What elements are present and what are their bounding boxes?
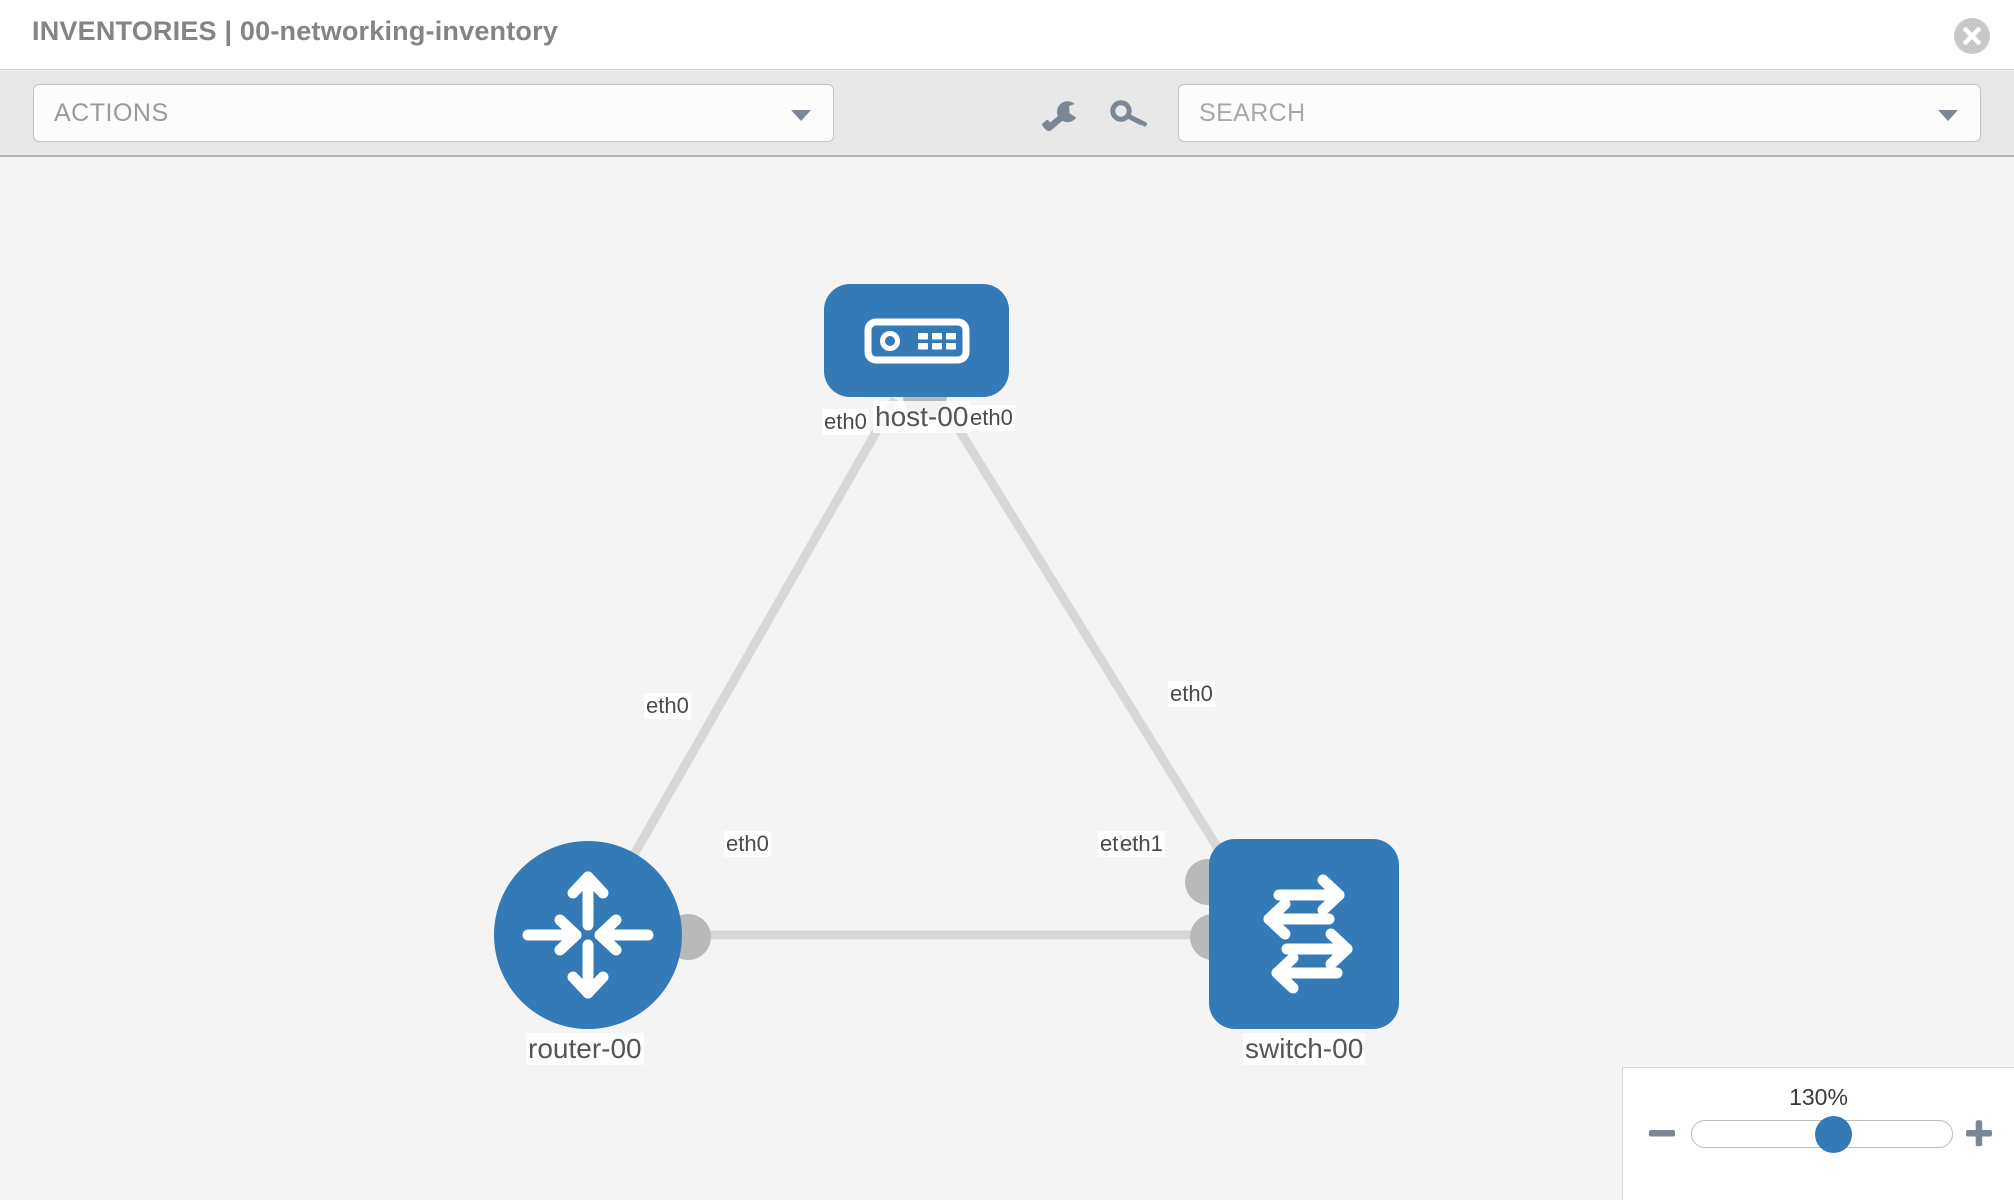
key-icon[interactable] xyxy=(1108,97,1150,133)
router-arrows-icon xyxy=(522,871,654,999)
toolbar: ACTIONS SEARCH xyxy=(0,71,2014,157)
page-header: INVENTORIES | 00-networking-inventory xyxy=(0,0,2014,70)
link-label-host-00-eth0-left: eth0 xyxy=(822,409,869,435)
node-host-00-shape xyxy=(824,284,1009,397)
node-host-00-label: host-00 xyxy=(873,401,971,433)
zoom-control-panel: 130% xyxy=(1622,1067,2014,1200)
node-switch-00-shape xyxy=(1209,839,1399,1029)
zoom-slider-thumb[interactable] xyxy=(1815,1116,1852,1153)
server-icon xyxy=(864,318,970,364)
switch-arrows-icon xyxy=(1263,874,1353,994)
plus-icon[interactable] xyxy=(1962,1116,1996,1150)
chevron-down-icon[interactable] xyxy=(1938,110,1958,121)
search-placeholder: SEARCH xyxy=(1199,99,1306,127)
search-input[interactable]: SEARCH xyxy=(1178,84,1981,142)
link-label-router-00-eth0-uplink: eth0 xyxy=(644,693,691,719)
topology-links xyxy=(592,396,1247,940)
topology-canvas[interactable]: host-00 router-00 xyxy=(0,159,2014,1200)
actions-dropdown[interactable]: ACTIONS xyxy=(33,84,834,142)
zoom-level-value: 130% xyxy=(1789,1084,1848,1110)
page-title: INVENTORIES | 00-networking-inventory xyxy=(32,16,559,46)
node-switch-00[interactable]: switch-00 xyxy=(1209,839,1399,1065)
zoom-slider[interactable] xyxy=(1691,1116,1953,1153)
chevron-down-icon xyxy=(791,110,811,121)
minus-icon[interactable] xyxy=(1645,1116,1679,1150)
link-label-switch-00-eth0-uplink: eth0 xyxy=(1168,681,1215,707)
close-icon[interactable] xyxy=(1954,18,1990,54)
node-router-00[interactable]: router-00 xyxy=(494,841,682,1065)
node-router-00-label: router-00 xyxy=(526,1033,644,1065)
link-label-router-00-eth0: eth0 xyxy=(724,831,771,857)
node-switch-00-label: switch-00 xyxy=(1243,1033,1366,1065)
node-host-00[interactable]: host-00 xyxy=(824,284,1009,433)
link-label-switch-00-eth1: eth1 xyxy=(1118,831,1165,857)
link-label-host-00-eth0-right: eth0 xyxy=(968,405,1015,431)
actions-dropdown-label: ACTIONS xyxy=(54,99,169,127)
wrench-icon[interactable] xyxy=(1040,97,1082,133)
